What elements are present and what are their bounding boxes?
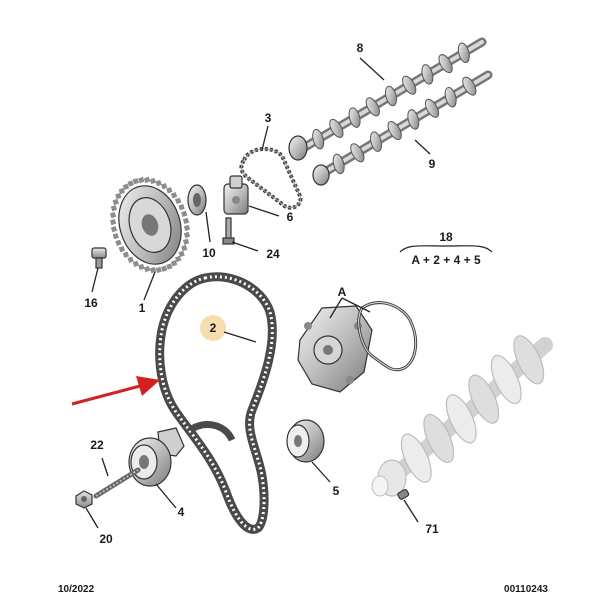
footer-reference: 00110243 (504, 584, 548, 595)
crankshaft (371, 335, 553, 497)
cam-sprocket (109, 176, 191, 274)
bolt-24 (222, 217, 235, 245)
callout-10: 10 (202, 246, 216, 260)
water-pump (297, 305, 373, 393)
leader-lines (85, 57, 431, 529)
belt-tensioner (128, 427, 185, 487)
camshaft-lower (312, 70, 493, 186)
nut-20 (75, 490, 93, 509)
kit-formula: A + 2 + 4 + 5 (411, 253, 481, 267)
key-71 (397, 489, 410, 500)
callout-2-highlight (200, 315, 226, 341)
cam-chain (239, 147, 303, 210)
callout-22: 22 (90, 438, 104, 452)
callout-9: 9 (429, 157, 436, 171)
stud-22 (93, 467, 141, 499)
callout-3: 3 (265, 111, 272, 125)
timing-belt (155, 272, 277, 534)
callout-20: 20 (99, 532, 113, 546)
callout-5: 5 (333, 484, 340, 498)
callout-18: 18 (439, 230, 453, 244)
chain-tensioner (223, 175, 249, 215)
red-arrow (71, 376, 160, 406)
kit-composition: 18 A + 2 + 4 + 5 (399, 230, 493, 267)
pump-gasket (357, 301, 418, 372)
callout-4: 4 (178, 505, 185, 519)
camshaft-upper (288, 37, 487, 161)
callout-6: 6 (287, 210, 294, 224)
callout-A: A (338, 285, 347, 299)
callout-2: 2 (210, 321, 217, 335)
callout-8: 8 (357, 41, 364, 55)
callout-71: 71 (425, 522, 439, 536)
callout-24: 24 (266, 247, 280, 261)
callout-1: 1 (139, 301, 146, 315)
footer-date: 10/2022 (58, 584, 95, 595)
callout-16: 16 (84, 296, 98, 310)
bolt-16 (91, 247, 107, 269)
washer-10 (187, 184, 207, 216)
idler-pulley (286, 419, 325, 463)
